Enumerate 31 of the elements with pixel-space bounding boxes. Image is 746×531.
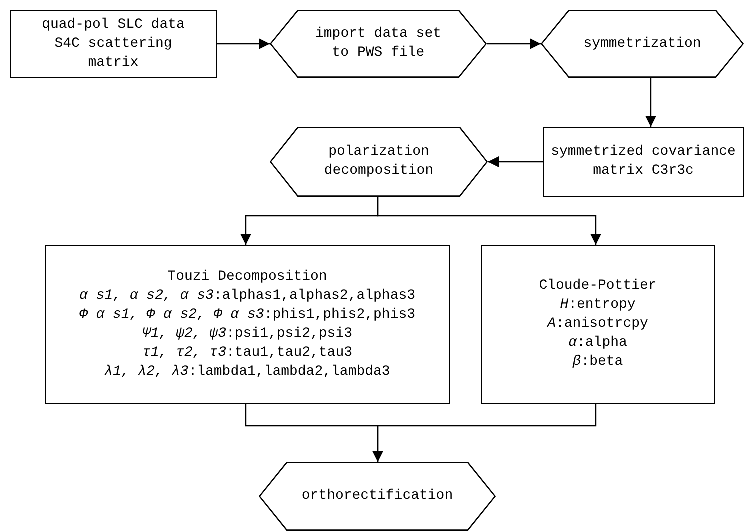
- process-box: [543, 127, 744, 197]
- node-text: symmetrized covariance matrix C3r3c: [550, 143, 737, 181]
- hexagon-step: [270, 127, 488, 197]
- node-text: Φ α s1, Φ α s2, Φ α s3:phis1,phis2,phis3: [79, 306, 416, 324]
- arrow: [487, 38, 541, 50]
- node-text: polarization decomposition: [323, 143, 435, 181]
- node-text: λ1, λ2, λ3:lambda1,lambda2,lambda3: [104, 362, 390, 382]
- node-text: A:anisotrcpy: [548, 315, 648, 334]
- process-box: [45, 245, 450, 404]
- node-text: quad-pol SLC data S4C scattering matrix: [41, 16, 186, 72]
- hexagon-step: [541, 10, 744, 78]
- node-text: τ1, τ2, τ3:tau1,tau2,tau3: [142, 344, 353, 362]
- node-text: orthorectification: [302, 487, 454, 506]
- arrow: [488, 156, 543, 168]
- hexagon-step: [259, 462, 496, 531]
- arrow: [372, 404, 597, 462]
- node-text: symmetrization: [584, 34, 702, 54]
- node-text: Ψ1, ψ2, ψ3:psi1,psi2,psi3: [142, 324, 353, 344]
- node-text: α:alpha: [568, 334, 628, 353]
- process-box: [10, 10, 217, 78]
- hexagon-step: [270, 10, 487, 78]
- arrow: [646, 78, 656, 127]
- process-box: [481, 245, 715, 404]
- node-text: β:beta: [572, 353, 624, 372]
- arrow: [217, 38, 270, 50]
- node-heading: Cloude-Pottier: [539, 277, 657, 296]
- arrow: [377, 197, 602, 245]
- node-text: H:entropy: [560, 296, 636, 315]
- node-heading: Touzi Decomposition: [168, 268, 328, 286]
- node-text: α s1, α s2, α s3:alphas1,alphas2,alphas3: [79, 286, 416, 306]
- node-text: import data set to PWS file: [314, 25, 443, 63]
